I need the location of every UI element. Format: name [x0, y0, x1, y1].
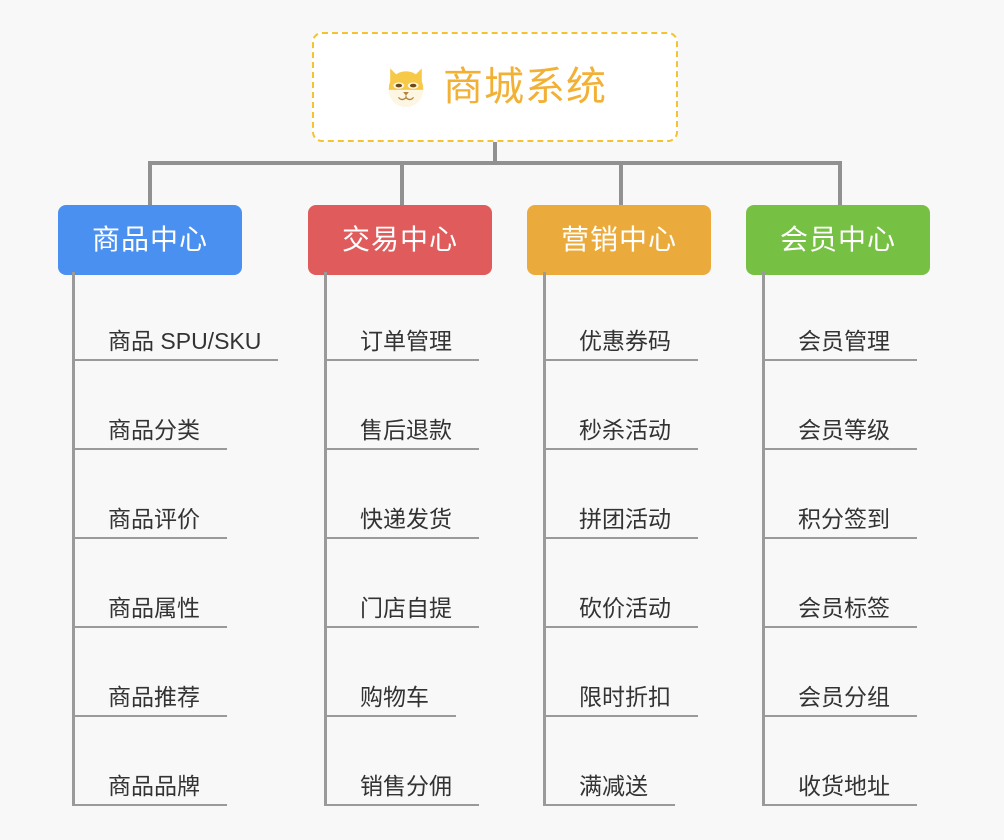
leaf-label: 商品评价 — [108, 506, 200, 532]
leaf-label: 秒杀活动 — [579, 417, 671, 443]
leaf-underline — [762, 537, 917, 539]
shiba-dog-face-icon — [388, 68, 424, 108]
leaf-label: 会员等级 — [798, 417, 890, 443]
root-title: 商城系统 — [443, 65, 607, 109]
leaf-underline — [72, 626, 227, 628]
leaf-underline — [324, 359, 479, 361]
leaf-underline — [543, 804, 675, 806]
leaf-underline — [543, 626, 698, 628]
leaf-underline — [762, 715, 917, 717]
leaf-underline — [543, 448, 698, 450]
leaf-label: 商品 SPU/SKU — [108, 328, 262, 354]
connector-root-stem — [493, 142, 497, 163]
leaf-underline — [324, 804, 479, 806]
leaf-label: 销售分佣 — [360, 773, 452, 799]
leaf-label: 商品分类 — [108, 417, 200, 443]
leaf-underline — [543, 715, 698, 717]
category-box-3[interactable]: 营销中心 — [527, 205, 711, 275]
leaf-label: 商品推荐 — [108, 684, 200, 710]
leaf-label: 收货地址 — [798, 773, 890, 799]
leaf-label: 积分签到 — [798, 506, 890, 532]
connector-drop-3 — [619, 161, 623, 205]
leaf-label: 购物车 — [360, 684, 429, 710]
leaf-label: 优惠券码 — [579, 328, 671, 354]
leaf-label: 砍价活动 — [579, 595, 671, 621]
leaf-underline — [72, 804, 227, 806]
root-node[interactable]: 商城系统 — [312, 32, 678, 142]
category-label-2: 交易中心 — [341, 224, 458, 255]
category-box-1[interactable]: 商品中心 — [58, 205, 242, 275]
leaf-label: 拼团活动 — [579, 506, 671, 532]
category-box-2[interactable]: 交易中心 — [308, 205, 492, 275]
leaf-label: 门店自提 — [360, 595, 452, 621]
leaf-underline — [543, 359, 698, 361]
connector-drop-4 — [838, 161, 842, 205]
category-label-1: 商品中心 — [91, 224, 208, 255]
leaf-label: 订单管理 — [360, 328, 452, 354]
leaf-label: 会员管理 — [798, 328, 890, 354]
leaf-underline — [762, 804, 917, 806]
leaf-label: 会员分组 — [798, 684, 890, 710]
category-box-4[interactable]: 会员中心 — [746, 205, 930, 275]
leaf-label: 快递发货 — [360, 506, 452, 532]
leaf-label: 售后退款 — [360, 417, 452, 443]
connector-drop-2 — [400, 161, 404, 205]
leaf-underline — [324, 537, 479, 539]
connector-drop-1 — [148, 161, 152, 205]
leaf-underline — [72, 537, 227, 539]
leaf-underline — [72, 359, 278, 361]
branch-trunk-1 — [72, 272, 75, 806]
leaf-underline — [72, 715, 227, 717]
leaf-underline — [762, 359, 917, 361]
leaf-underline — [324, 626, 479, 628]
leaf-label: 商品品牌 — [108, 773, 200, 799]
connector-horizontal-bus — [148, 161, 842, 165]
leaf-label: 会员标签 — [798, 595, 890, 621]
leaf-underline — [72, 448, 227, 450]
leaf-label: 商品属性 — [108, 595, 200, 621]
leaf-underline — [762, 626, 917, 628]
leaf-underline — [762, 448, 917, 450]
branch-trunk-2 — [324, 272, 327, 806]
leaf-label: 限时折扣 — [579, 684, 671, 710]
category-label-4: 会员中心 — [779, 224, 896, 255]
category-label-3: 营销中心 — [560, 224, 677, 255]
branch-trunk-4 — [762, 272, 765, 806]
leaf-underline — [324, 715, 456, 717]
leaf-label: 满减送 — [579, 773, 648, 799]
branch-trunk-3 — [543, 272, 546, 806]
leaf-underline — [324, 448, 479, 450]
leaf-underline — [543, 537, 698, 539]
